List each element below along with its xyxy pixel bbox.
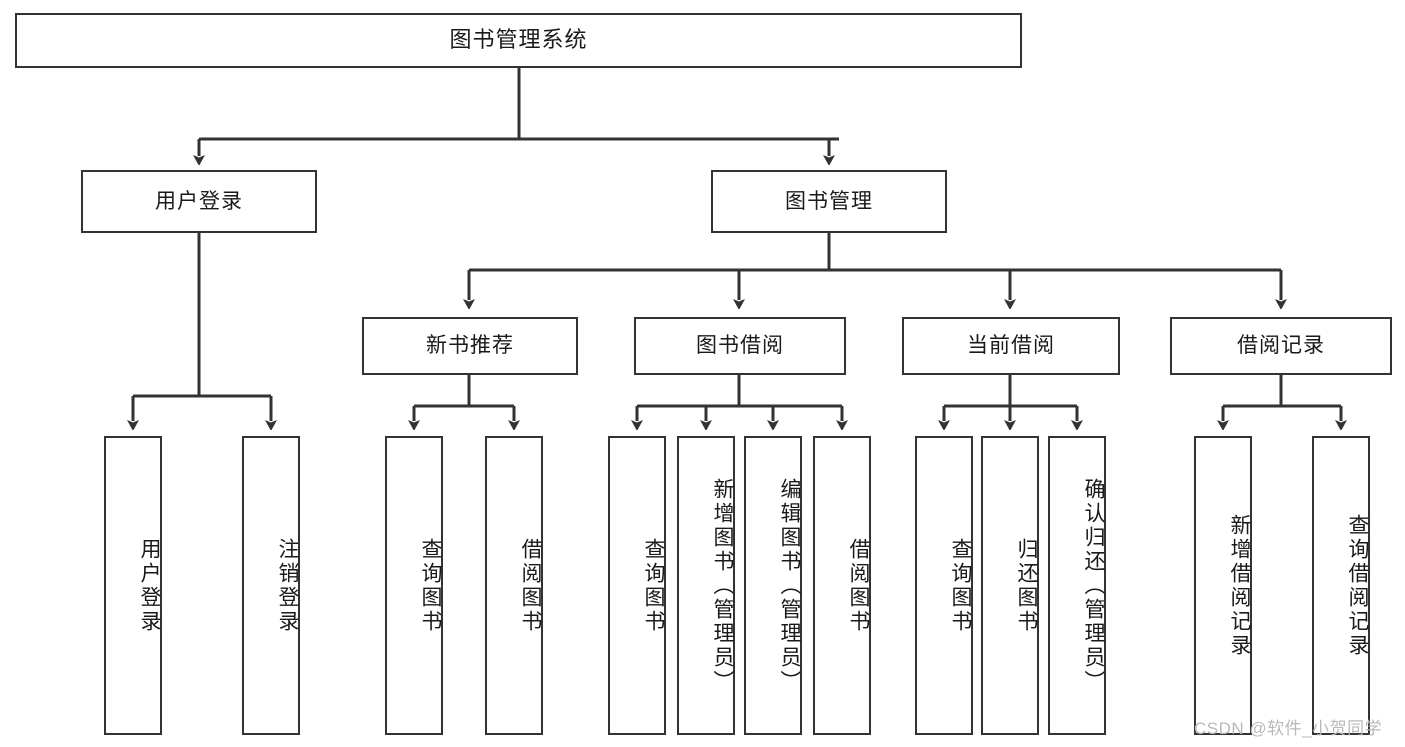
node-book-borrow[interactable]: 图书借阅 (634, 317, 846, 375)
node-user-login[interactable]: 用户登录 (81, 170, 317, 233)
node-book-management[interactable]: 图书管理 (711, 170, 947, 233)
leaf-borrow-edit-book-admin[interactable]: 编辑图书（管理员） (744, 436, 802, 735)
leaf-recommend-query-book[interactable]: 查询图书 (385, 436, 443, 735)
leaf-borrow-query-book[interactable]: 查询图书 (608, 436, 666, 735)
node-new-book-recommend[interactable]: 新书推荐 (362, 317, 578, 375)
leaf-current-return-book[interactable]: 归还图书 (981, 436, 1039, 735)
node-label: 编辑图书（管理员） (778, 477, 801, 694)
leaf-user-login-signin[interactable]: 用户登录 (104, 436, 162, 735)
node-label: 用户登录 (138, 537, 161, 634)
node-root-book-management-system[interactable]: 图书管理系统 (15, 13, 1022, 68)
leaf-borrow-add-book-admin[interactable]: 新增图书（管理员） (677, 436, 735, 735)
node-label: 当前借阅 (967, 334, 1055, 358)
csdn-watermark: CSDN @软件_小贺同学 (1194, 719, 1383, 738)
leaf-current-query-book[interactable]: 查询图书 (915, 436, 973, 735)
node-label: 新增图书（管理员） (711, 477, 734, 694)
leaf-user-login-signout[interactable]: 注销登录 (242, 436, 300, 735)
node-label: 查询图书 (642, 537, 665, 634)
node-label: 借阅记录 (1237, 334, 1325, 358)
leaf-borrow-borrow-book[interactable]: 借阅图书 (813, 436, 871, 735)
node-label: 新增借阅记录 (1228, 513, 1251, 658)
node-label: 图书管理 (785, 189, 873, 213)
leaf-recommend-borrow-book[interactable]: 借阅图书 (485, 436, 543, 735)
leaf-record-query-borrow-record[interactable]: 查询借阅记录 (1312, 436, 1370, 735)
leaf-current-confirm-return-admin[interactable]: 确认归还（管理员） (1048, 436, 1106, 735)
node-label: 新书推荐 (426, 334, 514, 358)
node-label: 图书管理系统 (449, 27, 588, 53)
node-label: 借阅图书 (847, 537, 870, 634)
node-label: 查询借阅记录 (1346, 513, 1369, 658)
node-borrow-record[interactable]: 借阅记录 (1170, 317, 1392, 375)
node-label: 注销登录 (276, 537, 299, 634)
node-label: 查询图书 (949, 537, 972, 634)
node-label: 归还图书 (1015, 537, 1038, 634)
leaf-record-add-borrow-record[interactable]: 新增借阅记录 (1194, 436, 1252, 735)
node-label: 借阅图书 (519, 537, 542, 634)
node-current-borrow[interactable]: 当前借阅 (902, 317, 1120, 375)
node-label: 用户登录 (155, 189, 243, 213)
node-label: 图书借阅 (696, 334, 784, 358)
node-label: 查询图书 (419, 537, 442, 634)
node-label: 确认归还（管理员） (1082, 477, 1105, 694)
